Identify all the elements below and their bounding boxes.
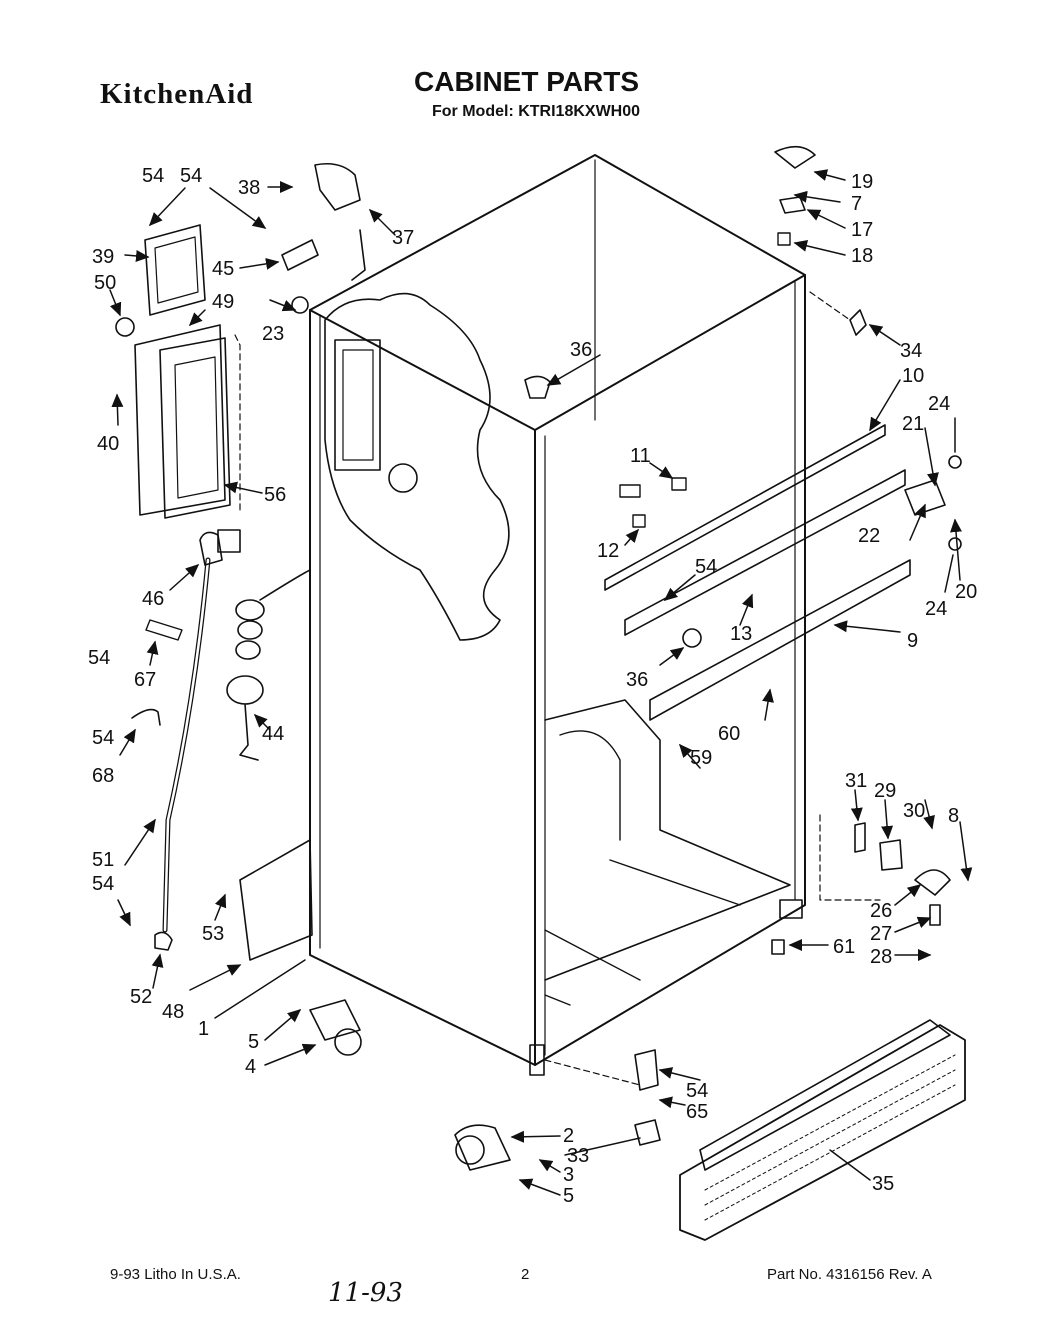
shelf-rails bbox=[524, 375, 911, 721]
model-subtitle: For Model: KTRI18KXWH00 bbox=[432, 103, 641, 120]
part-label: 1 bbox=[198, 1018, 209, 1040]
part-label: 11 bbox=[630, 445, 651, 467]
part-label: 27 bbox=[870, 923, 892, 945]
part-label: 29 bbox=[874, 780, 896, 802]
part-label: 5 bbox=[563, 1185, 574, 1207]
handwritten-date: 11-93 bbox=[328, 1278, 403, 1308]
part-label: 52 bbox=[130, 986, 152, 1008]
part-label: 45 bbox=[212, 258, 234, 280]
part-label: 24 bbox=[925, 598, 947, 620]
part-label: 54 bbox=[92, 727, 114, 749]
part-label: 28 bbox=[870, 946, 892, 968]
part-label: 2 bbox=[563, 1125, 574, 1147]
part-label: 10 bbox=[902, 365, 924, 387]
part-label: 39 bbox=[92, 246, 114, 268]
part-label: 56 bbox=[264, 484, 286, 506]
rollers-and-grille bbox=[309, 999, 966, 1241]
part-label: 26 bbox=[870, 900, 892, 922]
part-label: 24 bbox=[928, 393, 950, 415]
part-label: 23 bbox=[262, 323, 284, 345]
footer-page-number: 2 bbox=[521, 1266, 530, 1283]
part-label: 36 bbox=[626, 669, 648, 691]
part-label: 34 bbox=[900, 340, 922, 362]
part-label: 21 bbox=[902, 413, 924, 435]
leader-lines bbox=[109, 169, 973, 1196]
part-label: 17 bbox=[851, 219, 873, 241]
part-label: 37 bbox=[392, 227, 414, 249]
part-label: 9 bbox=[907, 630, 918, 652]
brand-logo: KitchenAid bbox=[100, 78, 254, 110]
part-label: 65 bbox=[686, 1101, 708, 1123]
part-label: 33 bbox=[567, 1145, 589, 1167]
part-label: 44 bbox=[262, 723, 284, 745]
page-title: CABINET PARTS bbox=[414, 66, 640, 97]
part-labels: 19 7 17 18 34 10 24 21 22 24 20 9 36 11 … bbox=[88, 165, 977, 1207]
cabinet-body bbox=[309, 154, 806, 1076]
part-label: 3 bbox=[563, 1164, 574, 1186]
part-label: 67 bbox=[134, 669, 156, 691]
part-label: 54 bbox=[142, 165, 164, 187]
part-label: 49 bbox=[212, 291, 234, 313]
part-label: 13 bbox=[730, 623, 752, 645]
footer-part-number: Part No. 4316156 Rev. A bbox=[767, 1266, 932, 1283]
part-label: 68 bbox=[92, 765, 114, 787]
part-label: 48 bbox=[162, 1001, 184, 1023]
part-label: 54 bbox=[686, 1080, 708, 1102]
part-label: 5 bbox=[248, 1031, 259, 1053]
part-label: 36 bbox=[570, 339, 592, 361]
part-label: 54 bbox=[180, 165, 202, 187]
part-label: 18 bbox=[851, 245, 873, 267]
part-label: 59 bbox=[690, 747, 712, 769]
part-label: 20 bbox=[955, 581, 977, 603]
part-label: 19 bbox=[851, 171, 873, 193]
part-label: 50 bbox=[94, 272, 116, 294]
control-panel-assembly bbox=[115, 162, 366, 519]
hinge-assemblies bbox=[771, 145, 962, 955]
part-label: 31 bbox=[845, 770, 867, 792]
part-label: 4 bbox=[245, 1056, 256, 1078]
part-label: 54 bbox=[88, 647, 110, 669]
part-label: 46 bbox=[142, 588, 164, 610]
part-label: 35 bbox=[872, 1173, 894, 1195]
part-label: 8 bbox=[948, 805, 959, 827]
part-label: 61 bbox=[833, 936, 855, 958]
part-label: 40 bbox=[97, 433, 119, 455]
part-label: 22 bbox=[858, 525, 880, 547]
part-label: 54 bbox=[92, 873, 114, 895]
part-label: 12 bbox=[597, 540, 619, 562]
part-label: 38 bbox=[238, 177, 260, 199]
part-label: 53 bbox=[202, 923, 224, 945]
water-line-and-cord bbox=[131, 529, 313, 961]
part-label: 30 bbox=[903, 800, 925, 822]
part-label: 51 bbox=[92, 849, 114, 871]
part-label: 7 bbox=[851, 193, 862, 215]
part-label: 54 bbox=[695, 556, 717, 578]
part-label: 60 bbox=[718, 723, 740, 745]
footer-print-date: 9-93 Litho In U.S.A. bbox=[110, 1266, 241, 1283]
